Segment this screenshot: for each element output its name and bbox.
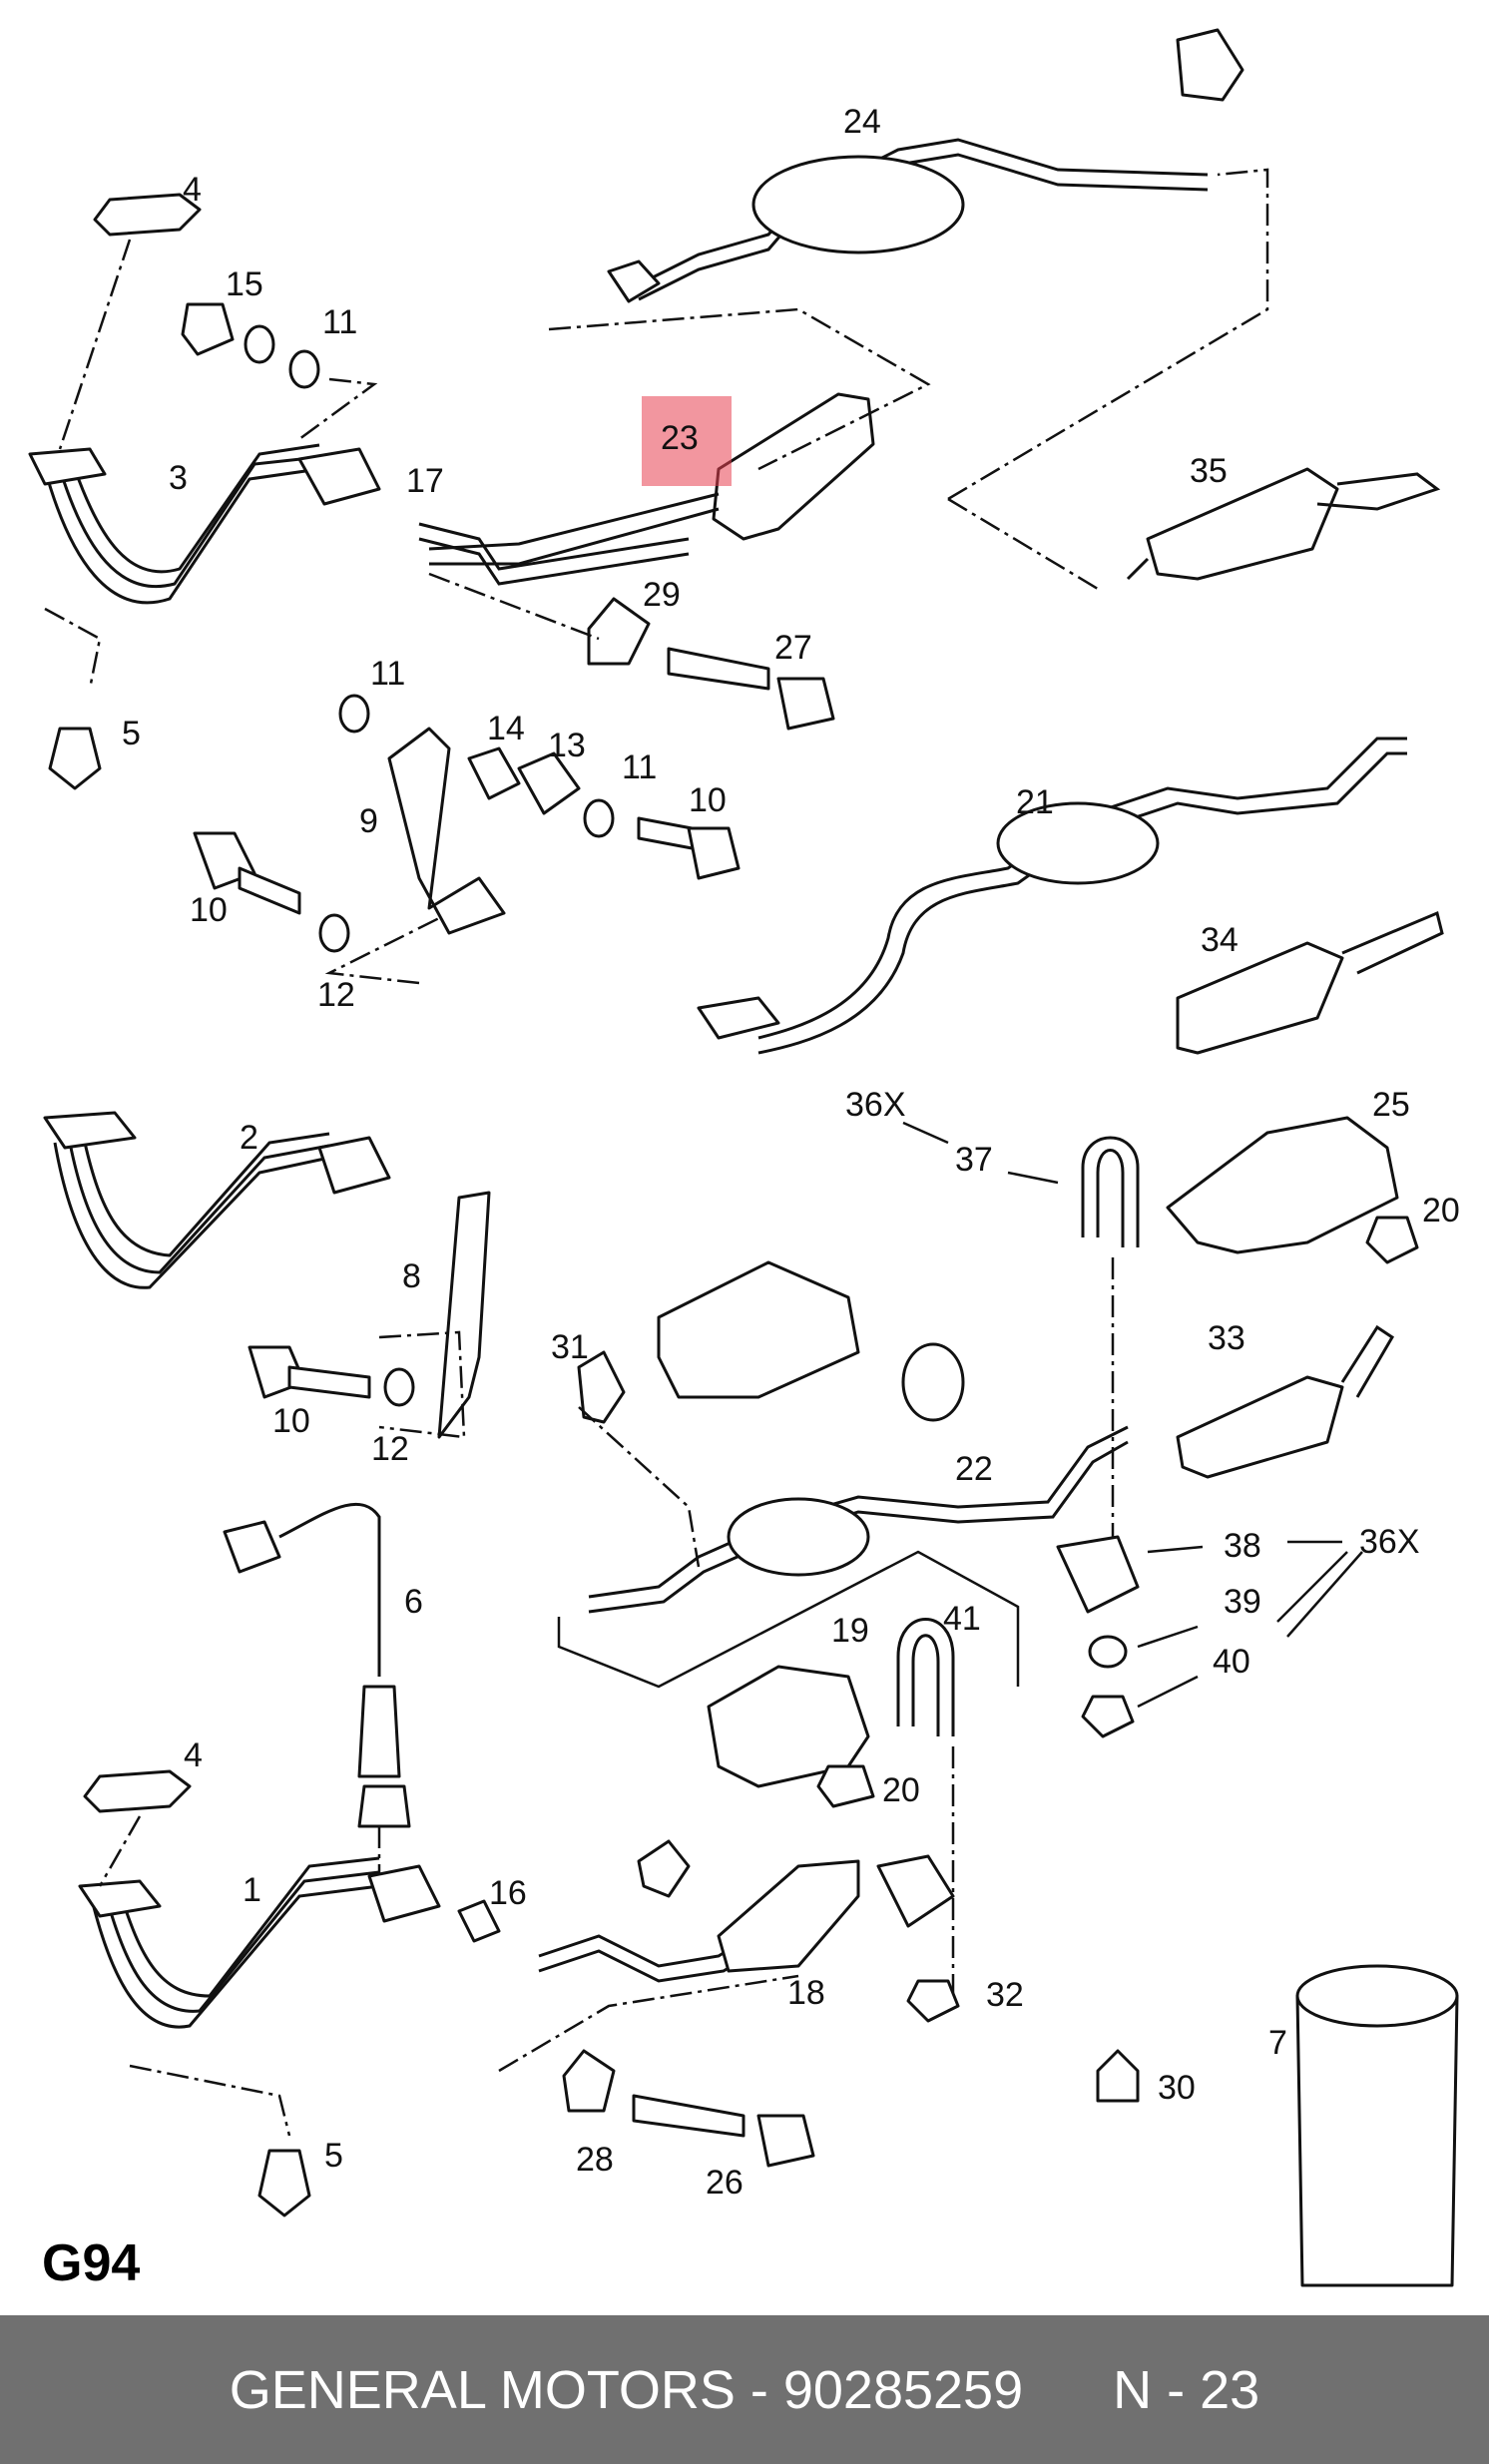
callout-35: 35 bbox=[1190, 452, 1228, 490]
callout-31: 31 bbox=[551, 1328, 589, 1366]
part-3-front-pipe bbox=[28, 443, 690, 605]
callout-23: 23 bbox=[661, 419, 699, 457]
callout-4-upper: 4 bbox=[183, 171, 202, 209]
part-37-u-bolt bbox=[1081, 1136, 1140, 1247]
callout-21: 21 bbox=[1016, 783, 1054, 821]
callout-29: 29 bbox=[643, 576, 681, 614]
callout-27: 27 bbox=[774, 629, 812, 667]
callout-20-lower: 20 bbox=[882, 1771, 920, 1809]
parts-8-10-12 bbox=[248, 1191, 491, 1439]
parts-4-5-28-26-30-7 bbox=[83, 1769, 1459, 2287]
part-25-heat-shield bbox=[1166, 1116, 1419, 1264]
callout-7: 7 bbox=[1268, 2024, 1287, 2062]
callout-12-upper: 12 bbox=[317, 976, 355, 1014]
parts-38-39-40 bbox=[1056, 1257, 1140, 1738]
callout-32: 32 bbox=[986, 1976, 1024, 2014]
callout-3: 3 bbox=[169, 459, 188, 497]
callout-10-lower: 10 bbox=[272, 1402, 310, 1440]
callout-26: 26 bbox=[706, 2164, 744, 2202]
callout-28: 28 bbox=[576, 2141, 614, 2179]
callout-17: 17 bbox=[406, 462, 444, 500]
callout-20-upper: 20 bbox=[1422, 1192, 1460, 1230]
parts-19-20-41 bbox=[707, 1618, 955, 1996]
callout-30: 30 bbox=[1158, 2069, 1196, 2107]
callout-36x-lower: 36X bbox=[1359, 1523, 1420, 1561]
callout-5-lower: 5 bbox=[324, 2137, 343, 2175]
callout-10-mid: 10 bbox=[689, 781, 727, 819]
parts-22-33-31 bbox=[557, 1260, 1395, 1689]
parts-15-11-upper bbox=[181, 302, 378, 441]
part-21-rear-pipe bbox=[697, 737, 1407, 1055]
callout-18: 18 bbox=[787, 1974, 825, 2012]
diagram-drawing bbox=[28, 28, 1459, 2287]
callout-38: 38 bbox=[1224, 1527, 1261, 1565]
part-4-5-upper bbox=[44, 193, 202, 790]
callout-5-upper: 5 bbox=[122, 715, 141, 752]
footer-page: N - 23 bbox=[1113, 2359, 1260, 2420]
callout-39: 39 bbox=[1224, 1583, 1261, 1621]
callout-37: 37 bbox=[955, 1141, 993, 1179]
part-23-center-silencer bbox=[428, 307, 931, 566]
footer-bar: GENERAL MOTORS - 90285259 N - 23 bbox=[0, 2315, 1489, 2464]
footer-separator: - bbox=[735, 2359, 783, 2420]
callout-11-upper: 11 bbox=[322, 303, 358, 341]
part-6-oxygen-sensor bbox=[223, 1502, 411, 1886]
footer-brand: GENERAL MOTORS bbox=[229, 2359, 736, 2420]
part-34-rear-silencer bbox=[1176, 910, 1444, 1055]
callout-11-mid-right: 11 bbox=[622, 748, 658, 786]
callout-1: 1 bbox=[243, 1871, 261, 1909]
callout-36x-upper: 36X bbox=[845, 1086, 906, 1124]
footer-part-number: 90285259 bbox=[782, 2359, 1024, 2420]
diagram-code: G94 bbox=[42, 2234, 141, 2292]
callout-24: 24 bbox=[843, 103, 881, 141]
callout-34: 34 bbox=[1201, 921, 1239, 959]
callout-2: 2 bbox=[240, 1119, 258, 1157]
part-24-silencer bbox=[607, 28, 1244, 303]
footer-gap bbox=[1023, 2359, 1113, 2421]
callout-9: 9 bbox=[359, 802, 378, 840]
callout-4-lower: 4 bbox=[184, 1736, 203, 1774]
callout-13: 13 bbox=[548, 727, 586, 764]
parts-1-16-18 bbox=[78, 1839, 960, 2073]
exhaust-system-diagram: 24 4 15 11 23 35 3 17 29 27 11 5 14 13 1… bbox=[28, 28, 1460, 2292]
callout-25: 25 bbox=[1372, 1086, 1410, 1124]
part-2-front-pipe bbox=[43, 1111, 391, 1289]
highlight-part-23 bbox=[642, 396, 732, 486]
callout-41: 41 bbox=[943, 1600, 981, 1638]
callout-22: 22 bbox=[955, 1450, 993, 1488]
parts-9-14-13-11-10 bbox=[193, 694, 741, 985]
callout-11-mid-left: 11 bbox=[370, 655, 406, 693]
parts-29-27 bbox=[428, 572, 835, 731]
callout-40: 40 bbox=[1213, 1643, 1250, 1681]
callout-14: 14 bbox=[487, 710, 525, 747]
callout-33: 33 bbox=[1208, 1319, 1245, 1357]
callout-16: 16 bbox=[489, 1874, 527, 1912]
callout-8: 8 bbox=[402, 1257, 421, 1295]
callout-19: 19 bbox=[831, 1612, 869, 1650]
callout-15: 15 bbox=[226, 265, 263, 303]
part-35-rear-silencer bbox=[947, 168, 1441, 591]
callout-10-left: 10 bbox=[190, 891, 228, 929]
callout-12-lower: 12 bbox=[371, 1430, 409, 1468]
leader-lines-36x bbox=[902, 1121, 1363, 1709]
callout-6: 6 bbox=[404, 1583, 423, 1621]
